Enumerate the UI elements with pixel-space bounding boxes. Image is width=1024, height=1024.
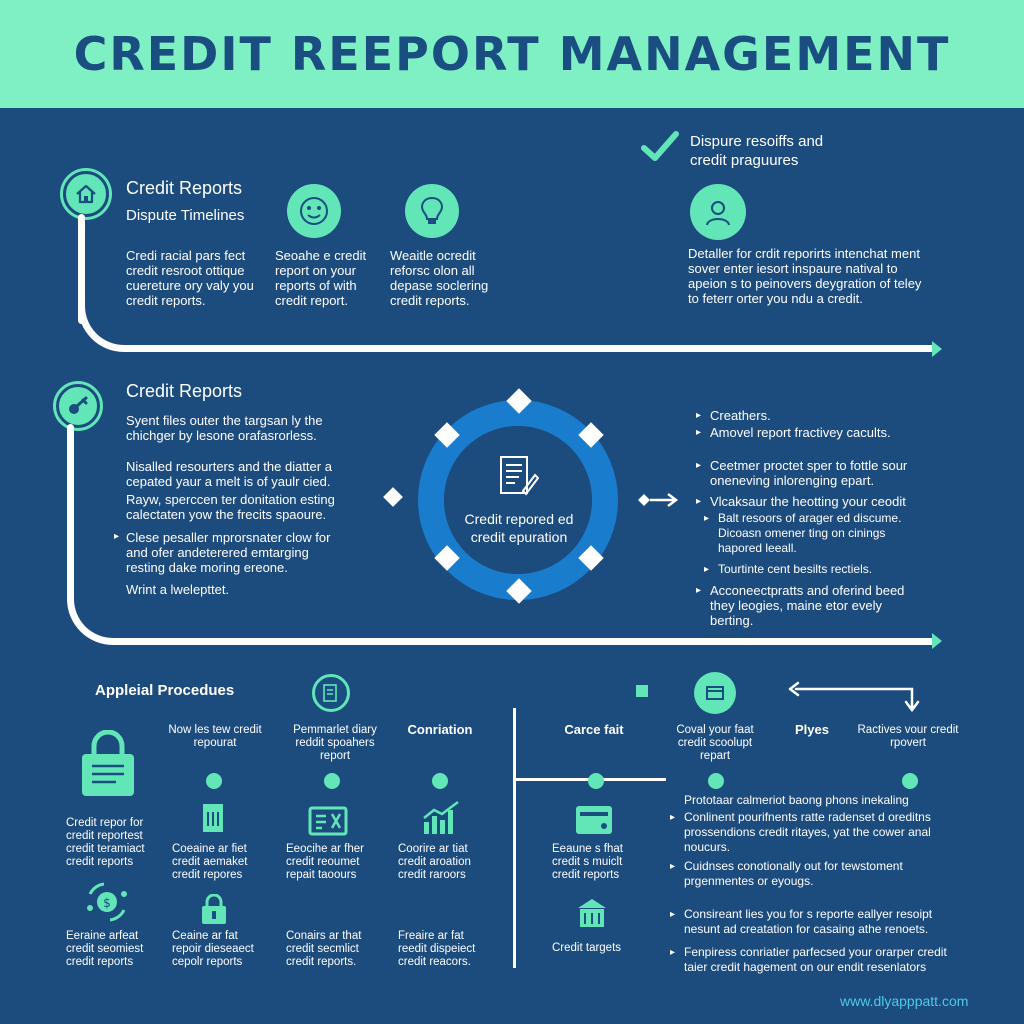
person-icon [690,184,746,240]
col-header: Pemmarlet diary reddit spoahers report [293,724,377,762]
section2-title: Credit Reports [126,381,243,401]
list-item: Prototaar calmeriot baong phons inekalin… [684,793,909,807]
col-header: Conriation [407,722,473,737]
section3-left-text2: Eeraine arfeat credit seomiest credit re… [66,930,144,968]
col-header: Now les tew credit repourat [168,724,262,749]
key-icon [56,384,100,428]
list-item: Vlcaksaur the heotting your ceodit [696,494,928,509]
process-wheel-inner [444,426,592,574]
money-cycle-icon: $ [82,880,132,924]
section3-title: Appleial Procedues [95,682,235,699]
connector-curve [78,290,138,352]
top-right-heading-line1: Dispure resoiffs and [690,133,824,150]
smiley-icon [287,184,341,238]
top-right-heading-line2: credit praguures [690,152,799,169]
row1-text: Coorire ar tiat credit aroation credit r… [398,843,471,881]
section1-col1: Credi racial pars fect credit resroot ot… [126,248,254,308]
list-item: Tourtinte cent besilts rectiels. [704,562,928,577]
row1-text: Eeocihe ar fher credit reoumet repait ta… [286,843,364,881]
arrow-icon [932,633,942,649]
timeline-dot [432,773,448,789]
section3-left-text: Credit repor for credit reportest credit… [66,817,145,868]
timeline-dot [206,773,222,789]
timeline-dot [902,773,918,789]
arrow-icon [634,490,680,510]
list-item: Amovel report fractivey cacults. [696,425,928,440]
section2-p2: Nisalled resourters and the diatter a ce… [126,459,332,489]
timeline-dot [588,773,604,789]
col-header: Plyes [795,722,829,737]
row1-text: Eeaune s fhat credit s muiclt credit rep… [552,843,623,881]
card-icon [308,806,348,836]
document-icon [499,453,540,499]
section2-p4: Clese pesaller mprorsnater clow for and … [126,530,331,575]
building-icon [574,896,610,930]
col-header: Coval your faat credit scoolupt repart [676,724,754,762]
header-banner: CREDIT REEPORT MANAGEMENT [0,0,1024,108]
connector-line [67,424,74,604]
section1-subtitle: Dispute Timelines [126,207,245,224]
footer-url[interactable]: www.dlyapppatt.com [840,993,969,1009]
list-item: Balt resoors of arager ed discume. Dicoa… [704,511,928,556]
card-icon [574,804,614,836]
chart-icon [420,800,462,836]
document-icon [312,674,350,712]
house-icon [63,171,109,217]
arrow-icon [786,680,920,714]
svg-text:$: $ [103,896,111,910]
top-right-heading: Dispure resoiffs and credit praguures [690,132,910,170]
credit-targets-label: Credit targets [552,942,622,954]
connector-line [120,638,938,645]
document-icon [200,802,230,836]
section2-p5: Wrint a lwelepttet. [126,582,230,597]
connector-line [130,345,938,352]
page-title: CREDIT REEPORT MANAGEMENT [73,27,951,81]
wheel-node [383,487,403,507]
lock-icon [200,893,228,926]
timeline-dot [708,773,724,789]
lock-icon [80,729,136,798]
timeline-dot [324,773,340,789]
section2-p3: Rayw, sperccen ter donitation esting cal… [126,492,335,522]
arrow-icon [932,341,942,357]
section1-col3: Weaitle ocredit reforsc olon all depase … [390,248,489,308]
checkmark-icon [640,130,680,164]
list-item: Conlinent pourifnents ratte radenset d o… [670,810,960,855]
row2-text: Conairs ar that credit secmlict credit r… [286,930,362,968]
divider [513,708,516,968]
list-item: Ceetmer proctet sper to fottle sour onen… [696,458,928,488]
wheel-label: Credit repored ed credit epuration [446,510,592,546]
top-right-body: Detaller for crdit reporirts intenchat m… [688,246,922,306]
col-header: Carce fait [564,722,624,737]
row2-text: Ceaine ar fat repoir dieseaect cepolr re… [172,930,254,968]
list-item: Acconeectpratts and oferind beed they le… [696,583,928,628]
section1-col2: Seoahe e credit report on your reports o… [275,248,367,308]
row2-text: Freaire ar fat reedit dispeiect credit r… [398,930,476,968]
connector-line [78,214,85,324]
list-item: Creathers. [696,408,928,423]
bullet-marker: ▸ [114,531,120,542]
wheel-label-line2: credit epuration [470,529,568,545]
connector-curve [67,580,127,645]
row1-text: Coeaine ar fiet credit aemaket credit re… [172,843,248,881]
wheel-label-line1: Credit repored ed [464,511,574,527]
section2-p1: Syent files outer the targsan ly the chi… [126,413,323,443]
section3-right-list: Prototaar calmeriot baong phons inekalin… [670,793,960,981]
card-icon [694,672,736,714]
lightbulb-icon [405,184,459,238]
section2-right-list: Creathers. Amovel report fractivey cacul… [696,408,928,634]
small-square-icon [636,685,648,697]
col-header: Ractives vour credit rpovert [857,724,959,749]
list-item: Cuidnses conotionally out for tewstoment… [670,859,960,889]
list-item: Fenpiress conriatier parfecsed your orar… [670,945,960,975]
list-item: Consireant lies you for s reporte eallye… [670,907,960,937]
section1-title: Credit Reports [126,178,243,198]
